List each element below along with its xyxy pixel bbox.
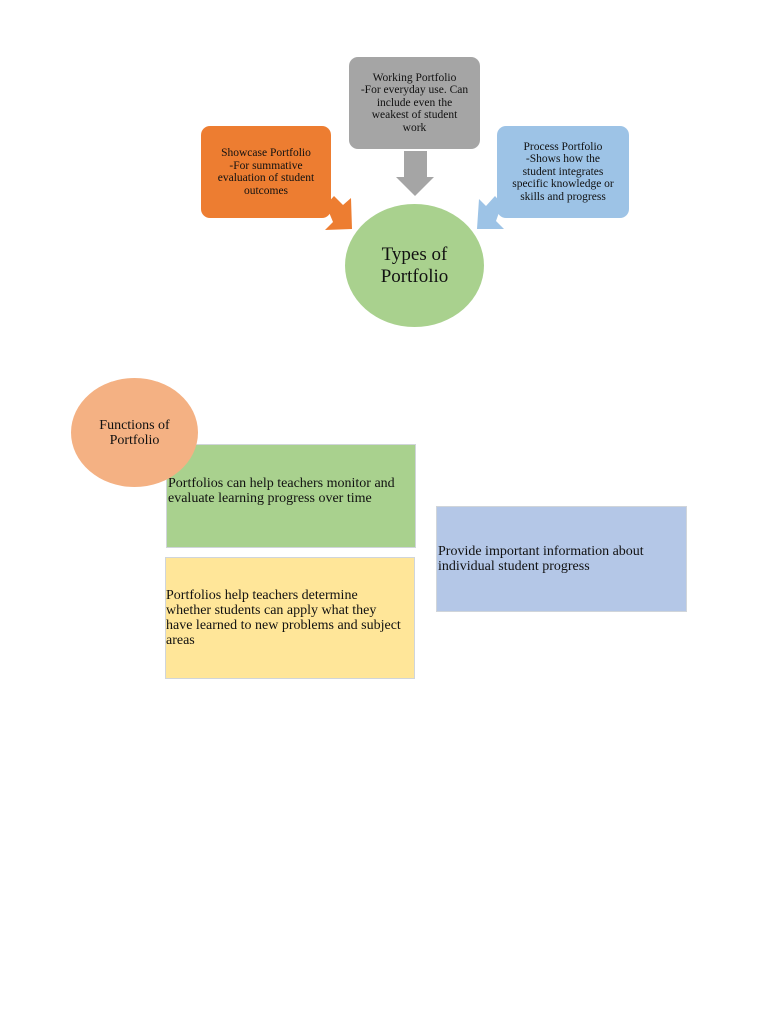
function-card-monitor: Portfolios can help teachers monitor and… <box>166 444 416 548</box>
working-portfolio-box: Working Portfolio -For everyday use. Can… <box>349 57 480 149</box>
process-portfolio-box: Process Portfolio -Shows how the student… <box>497 126 629 218</box>
function-card-apply: Portfolios help teachers determine wheth… <box>165 557 415 679</box>
showcase-portfolio-box: Showcase Portfolio -For summative evalua… <box>201 126 331 218</box>
working-arrow <box>396 151 434 196</box>
function-card-text: Portfolios can help teachers monitor and… <box>168 476 395 506</box>
function-card-information: Provide important information about indi… <box>436 506 687 612</box>
function-card-text: Provide important information about indi… <box>438 544 644 574</box>
functions-of-portfolio-circle: Functions of Portfolio <box>71 378 198 487</box>
types-of-portfolio-circle: Types of Portfolio <box>345 204 484 327</box>
showcase-arrow <box>325 196 352 230</box>
function-card-text: Portfolios help teachers determine wheth… <box>166 588 401 648</box>
